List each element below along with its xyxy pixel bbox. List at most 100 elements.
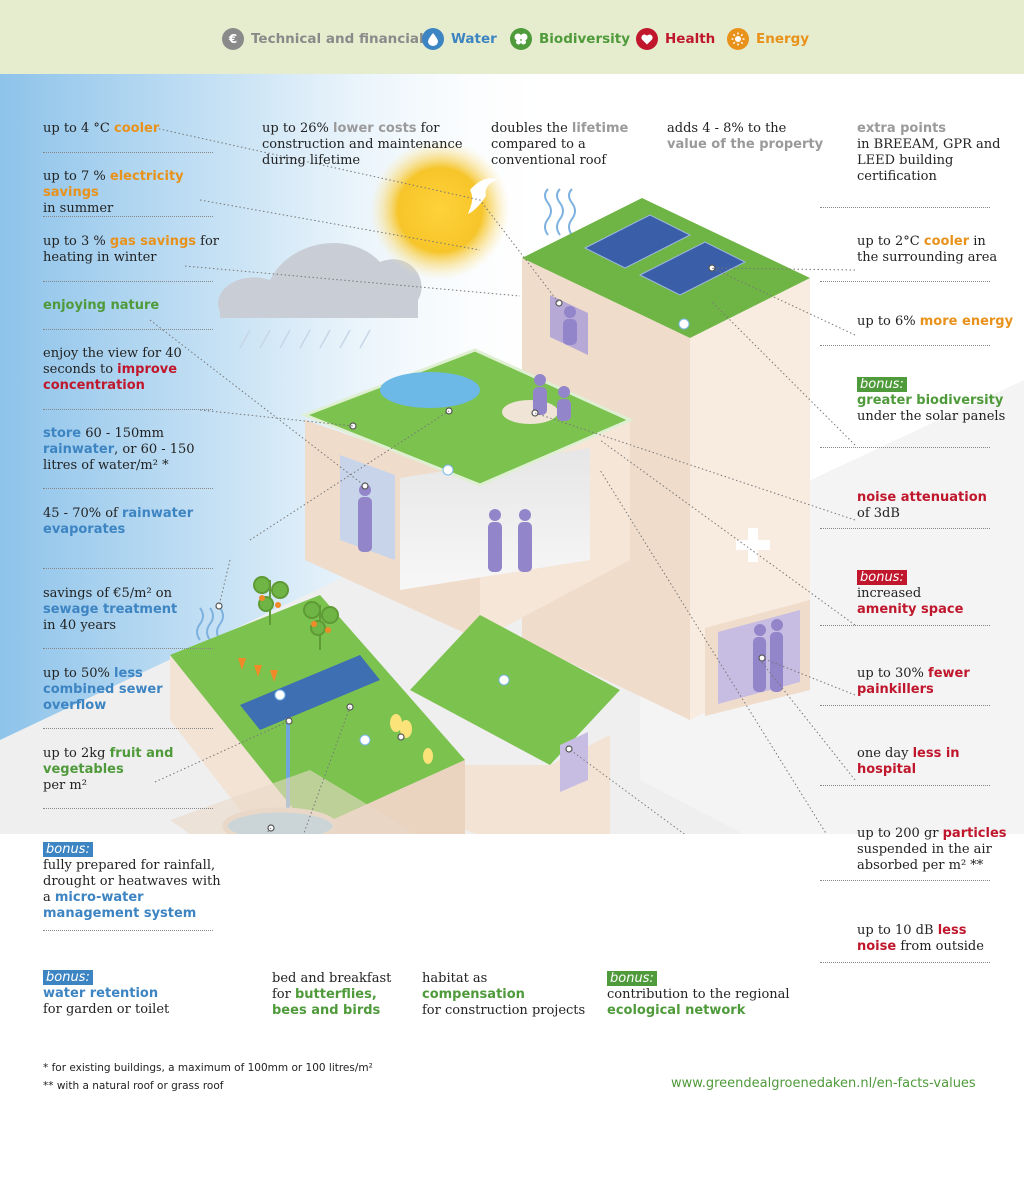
label-text: in BREEAM, GPR and LEED building certifi… xyxy=(857,137,1001,184)
label-highlight: cooler xyxy=(114,121,160,136)
separator xyxy=(820,625,990,626)
label-highlight: particles xyxy=(942,826,1007,841)
bonus-badge: bonus: xyxy=(43,970,93,985)
butterflies xyxy=(390,714,433,764)
label-highlight: lower costs xyxy=(333,121,417,136)
water-stream xyxy=(286,718,290,818)
label-text: up to 200 gr xyxy=(857,826,943,841)
tower-left-wall xyxy=(522,258,690,720)
tower-green-roof xyxy=(522,198,810,338)
label-text: suspended in the air absorbed per m² ** xyxy=(857,842,992,873)
label-highlight: more energy xyxy=(919,314,1014,329)
label-lifetime: doubles the lifetime compared to a conve… xyxy=(491,121,651,169)
label-text: , or 60 - 150 litres of water/m² * xyxy=(43,442,195,473)
legend-energy: Energy xyxy=(727,28,809,50)
label-gas: up to 3 % gas savings for heating in win… xyxy=(43,234,233,266)
label-text: up to 50% xyxy=(43,666,115,681)
rain-barrel xyxy=(222,807,338,834)
solar-panel xyxy=(583,214,692,269)
separator xyxy=(820,785,990,786)
label-text: 60 - 150mm xyxy=(81,426,164,441)
label-text: increased xyxy=(857,586,922,601)
legend-technical: € Technical and financial xyxy=(222,28,424,50)
label-text: contribution to the regional xyxy=(607,987,790,1002)
label-text: 45 - 70% of xyxy=(43,506,122,521)
label-text: in 40 years xyxy=(43,618,117,633)
solar-panel xyxy=(638,241,747,296)
separator xyxy=(820,447,990,448)
legend-water: Water xyxy=(422,28,497,50)
label-highlight: butterflies, bees and birds xyxy=(272,987,381,1018)
label-text: for heating in winter xyxy=(43,234,219,265)
bonus-badge: bonus: xyxy=(607,971,657,986)
label-highlight: store xyxy=(43,426,82,441)
label-painkillers: up to 30% fewer painkillers xyxy=(857,666,987,698)
label-evaporate: 45 - 70% of rainwater evaporates xyxy=(43,506,218,538)
label-highlight: rainwater xyxy=(43,442,115,457)
house-green-roof xyxy=(410,615,620,765)
label-text: savings of €5/m² on xyxy=(43,586,172,601)
interior-room xyxy=(400,448,590,590)
label-text: enjoy the view for 40 seconds to xyxy=(43,346,182,377)
label-highlight: water retention xyxy=(43,986,159,1001)
separator xyxy=(820,880,990,881)
label-highlight: extra points xyxy=(857,121,947,136)
separator xyxy=(820,962,990,963)
label-highlight: ecological network xyxy=(607,1003,746,1018)
heat-waves xyxy=(196,188,576,641)
label-highlight: value of the property xyxy=(667,137,824,152)
separator xyxy=(43,808,213,809)
legend-label: Water xyxy=(451,31,497,47)
legend-label: Technical and financial xyxy=(251,31,424,47)
label-text: up to 30% xyxy=(857,666,929,681)
bonus-badge: bonus: xyxy=(857,377,907,392)
clinic-door xyxy=(718,610,800,704)
label-text: compared to a conventional roof xyxy=(491,137,607,168)
rain xyxy=(239,329,371,349)
people xyxy=(358,306,783,782)
separator xyxy=(43,930,213,931)
house-window xyxy=(560,732,588,792)
tower-right-wall xyxy=(690,278,810,720)
separator xyxy=(43,152,213,153)
label-highlight: amenity space xyxy=(857,602,964,617)
label-text: up to 4 °C xyxy=(43,121,114,136)
label-highlight: cooler xyxy=(923,234,970,249)
label-text: per m² xyxy=(43,778,87,793)
label-cooler: up to 4 °C cooler xyxy=(43,121,233,137)
label-value: adds 4 - 8% to the value of the property xyxy=(667,121,827,153)
lower-block-right xyxy=(310,760,465,834)
label-text: of 3dB xyxy=(857,506,900,521)
label-text: doubles the xyxy=(491,121,572,136)
label-highlight: less combined sewer overflow xyxy=(43,666,163,713)
euro-icon: € xyxy=(222,28,244,50)
separator xyxy=(43,281,213,282)
label-text: one day xyxy=(857,746,913,761)
label-overflow: up to 50% less combined sewer overflow xyxy=(43,666,183,714)
label-highlight: compensation xyxy=(422,987,525,1002)
label-nature: enjoying nature xyxy=(43,298,233,314)
label-view: enjoy the view for 40 seconds to improve… xyxy=(43,346,218,394)
roof-terrace xyxy=(300,348,634,487)
separator xyxy=(820,705,990,706)
source-link[interactable]: www.greendealgroenedaken.nl/en-facts-val… xyxy=(671,1076,976,1091)
cross-icon xyxy=(736,528,770,562)
label-hospital: one day less in hospital xyxy=(857,746,987,778)
bonus-badge: bonus: xyxy=(857,570,907,585)
separator xyxy=(820,207,990,208)
legend-label: Energy xyxy=(756,31,810,47)
bird-icon xyxy=(468,178,498,214)
label-text: for construction projects xyxy=(422,1003,586,1018)
separator xyxy=(43,648,213,649)
legend-health: Health xyxy=(636,28,715,50)
label-text: fully prepared for rainfall, drought or … xyxy=(43,858,221,905)
flowers xyxy=(274,318,690,746)
label-lessnoise: up to 10 dB less noise from outside xyxy=(857,923,1007,955)
label-highlight: gas savings xyxy=(109,234,196,249)
cloud xyxy=(218,242,422,318)
